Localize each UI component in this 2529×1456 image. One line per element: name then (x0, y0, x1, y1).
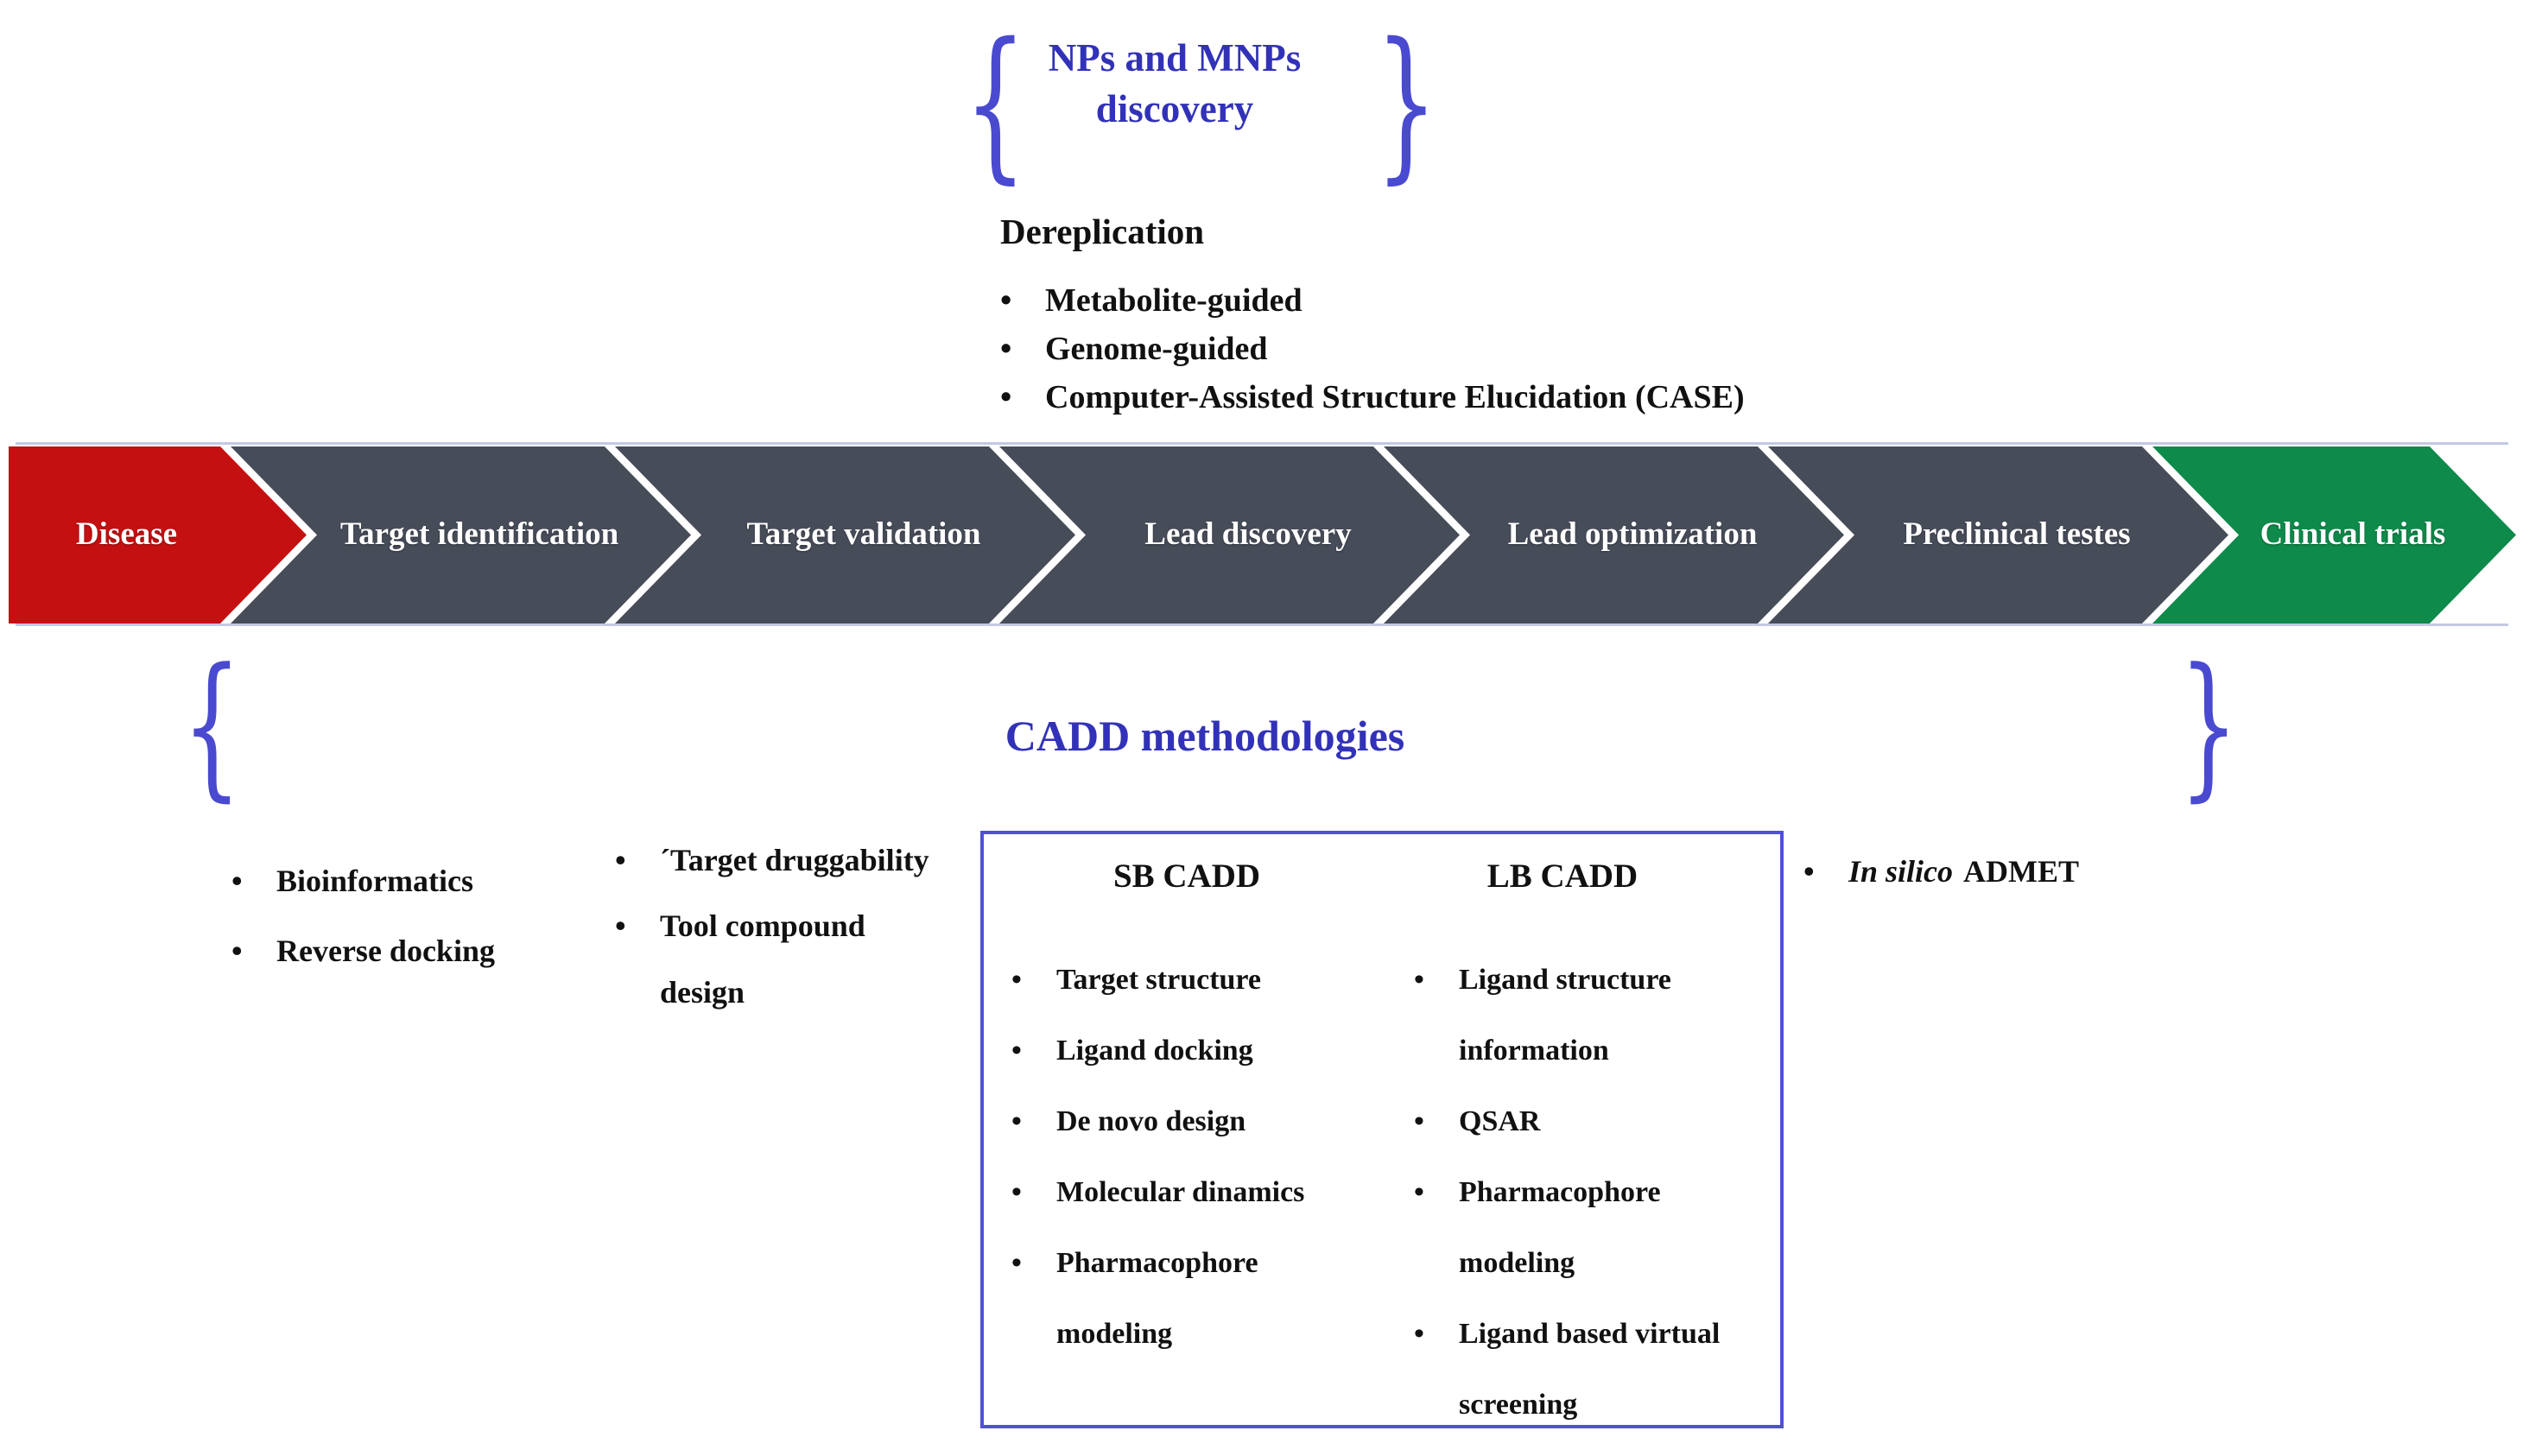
pipeline-stage-target-identification: Target identification (231, 446, 691, 624)
lb-cadd-heading: LB CADD (1486, 858, 1638, 895)
np-discovery-title: NPs and MNPs discovery (985, 33, 1365, 134)
np-discovery-title-line2: discovery (1095, 86, 1254, 130)
list-item: Tool compound design (615, 893, 1021, 1025)
cadd-left-list: Bioinformatics Reverse docking (231, 846, 495, 986)
pipeline-band-top-edge (16, 442, 2508, 445)
list-item: De novo design (1011, 1086, 1344, 1157)
lb-cadd-list: Ligand structure information QSAR Pharma… (1414, 945, 1759, 1440)
cadd-title: CADD methodologies (1005, 712, 1405, 760)
sb-cadd-list: Target structure Ligand docking De novo … (1011, 945, 1344, 1370)
dereplication-list: Metabolite-guided Genome-guided Computer… (1000, 276, 1745, 422)
dereplication-title: Dereplication (1000, 212, 1205, 251)
admet-list: In silico ADMET (1803, 848, 2079, 895)
list-item: ´Target druggability (615, 827, 1021, 893)
np-discovery-title-line1: NPs and MNPs (1048, 36, 1302, 79)
list-item: Metabolite-guided (1000, 276, 1745, 325)
cadd-left-brace: { (181, 636, 242, 816)
list-item: Reverse docking (231, 916, 495, 986)
pipeline-band-bottom-edge (16, 624, 2508, 626)
list-item: Ligand structure information (1414, 945, 1759, 1086)
list-item: QSAR (1414, 1086, 1759, 1157)
list-item: In silico ADMET (1803, 848, 2079, 895)
list-item: Computer-Assisted Structure Elucidation … (1000, 373, 1745, 421)
list-item: Ligand docking (1011, 1016, 1344, 1086)
admet-italic: In silico (1848, 854, 1954, 889)
list-item: Bioinformatics (231, 846, 495, 916)
list-item: Pharmacophore modeling (1414, 1157, 1759, 1299)
list-item: Ligand based virtual screening (1414, 1299, 1759, 1440)
list-item: Molecular dinamics (1011, 1157, 1344, 1228)
list-item: Genome-guided (1000, 325, 1745, 373)
np-discovery-left-brace: { (964, 8, 1027, 199)
cadd-mid-list: ´Target druggability Tool compound desig… (615, 827, 1021, 1025)
cadd-box: SB CADD LB CADD Target structure Ligand … (980, 831, 1784, 1428)
sb-cadd-heading: SB CADD (1112, 858, 1261, 895)
cadd-right-brace: } (2178, 636, 2239, 816)
dereplication-block: Dereplication Metabolite-guided Genome-g… (1000, 211, 1745, 422)
list-item: Target structure (1011, 945, 1344, 1016)
np-discovery-right-brace: } (1375, 8, 1438, 199)
list-item: Pharmacophore modeling (1011, 1228, 1344, 1370)
admet-rest: ADMET (1963, 854, 2080, 889)
